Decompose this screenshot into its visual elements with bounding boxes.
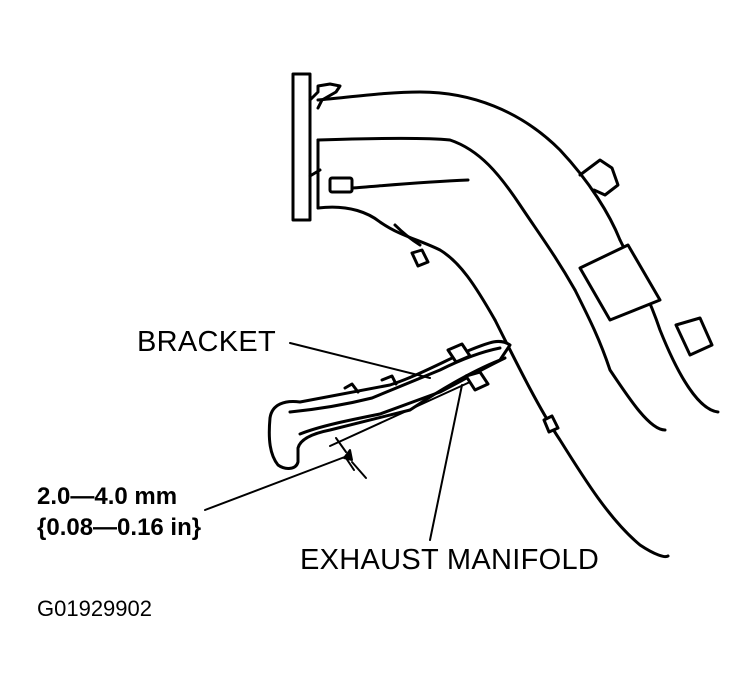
clearance-mm-label: 2.0—4.0 mm (37, 483, 178, 510)
clearance-dimension (329, 381, 471, 479)
exhaust-manifold-label: EXHAUST MANIFOLD (300, 544, 600, 576)
manifold-flange (291, 72, 354, 222)
clearance-leader (204, 454, 351, 511)
leader-lines (204, 342, 463, 541)
clearance-in-label: {0.08—0.16 in} (37, 514, 202, 541)
figure-id-label: G01929902 (37, 596, 152, 621)
bracket-leader (289, 342, 431, 379)
bracket-part (267, 339, 512, 470)
exhaust-manifold-leader (429, 384, 463, 541)
bracket-label: BRACKET (137, 326, 277, 358)
exhaust-pipe (316, 90, 720, 559)
